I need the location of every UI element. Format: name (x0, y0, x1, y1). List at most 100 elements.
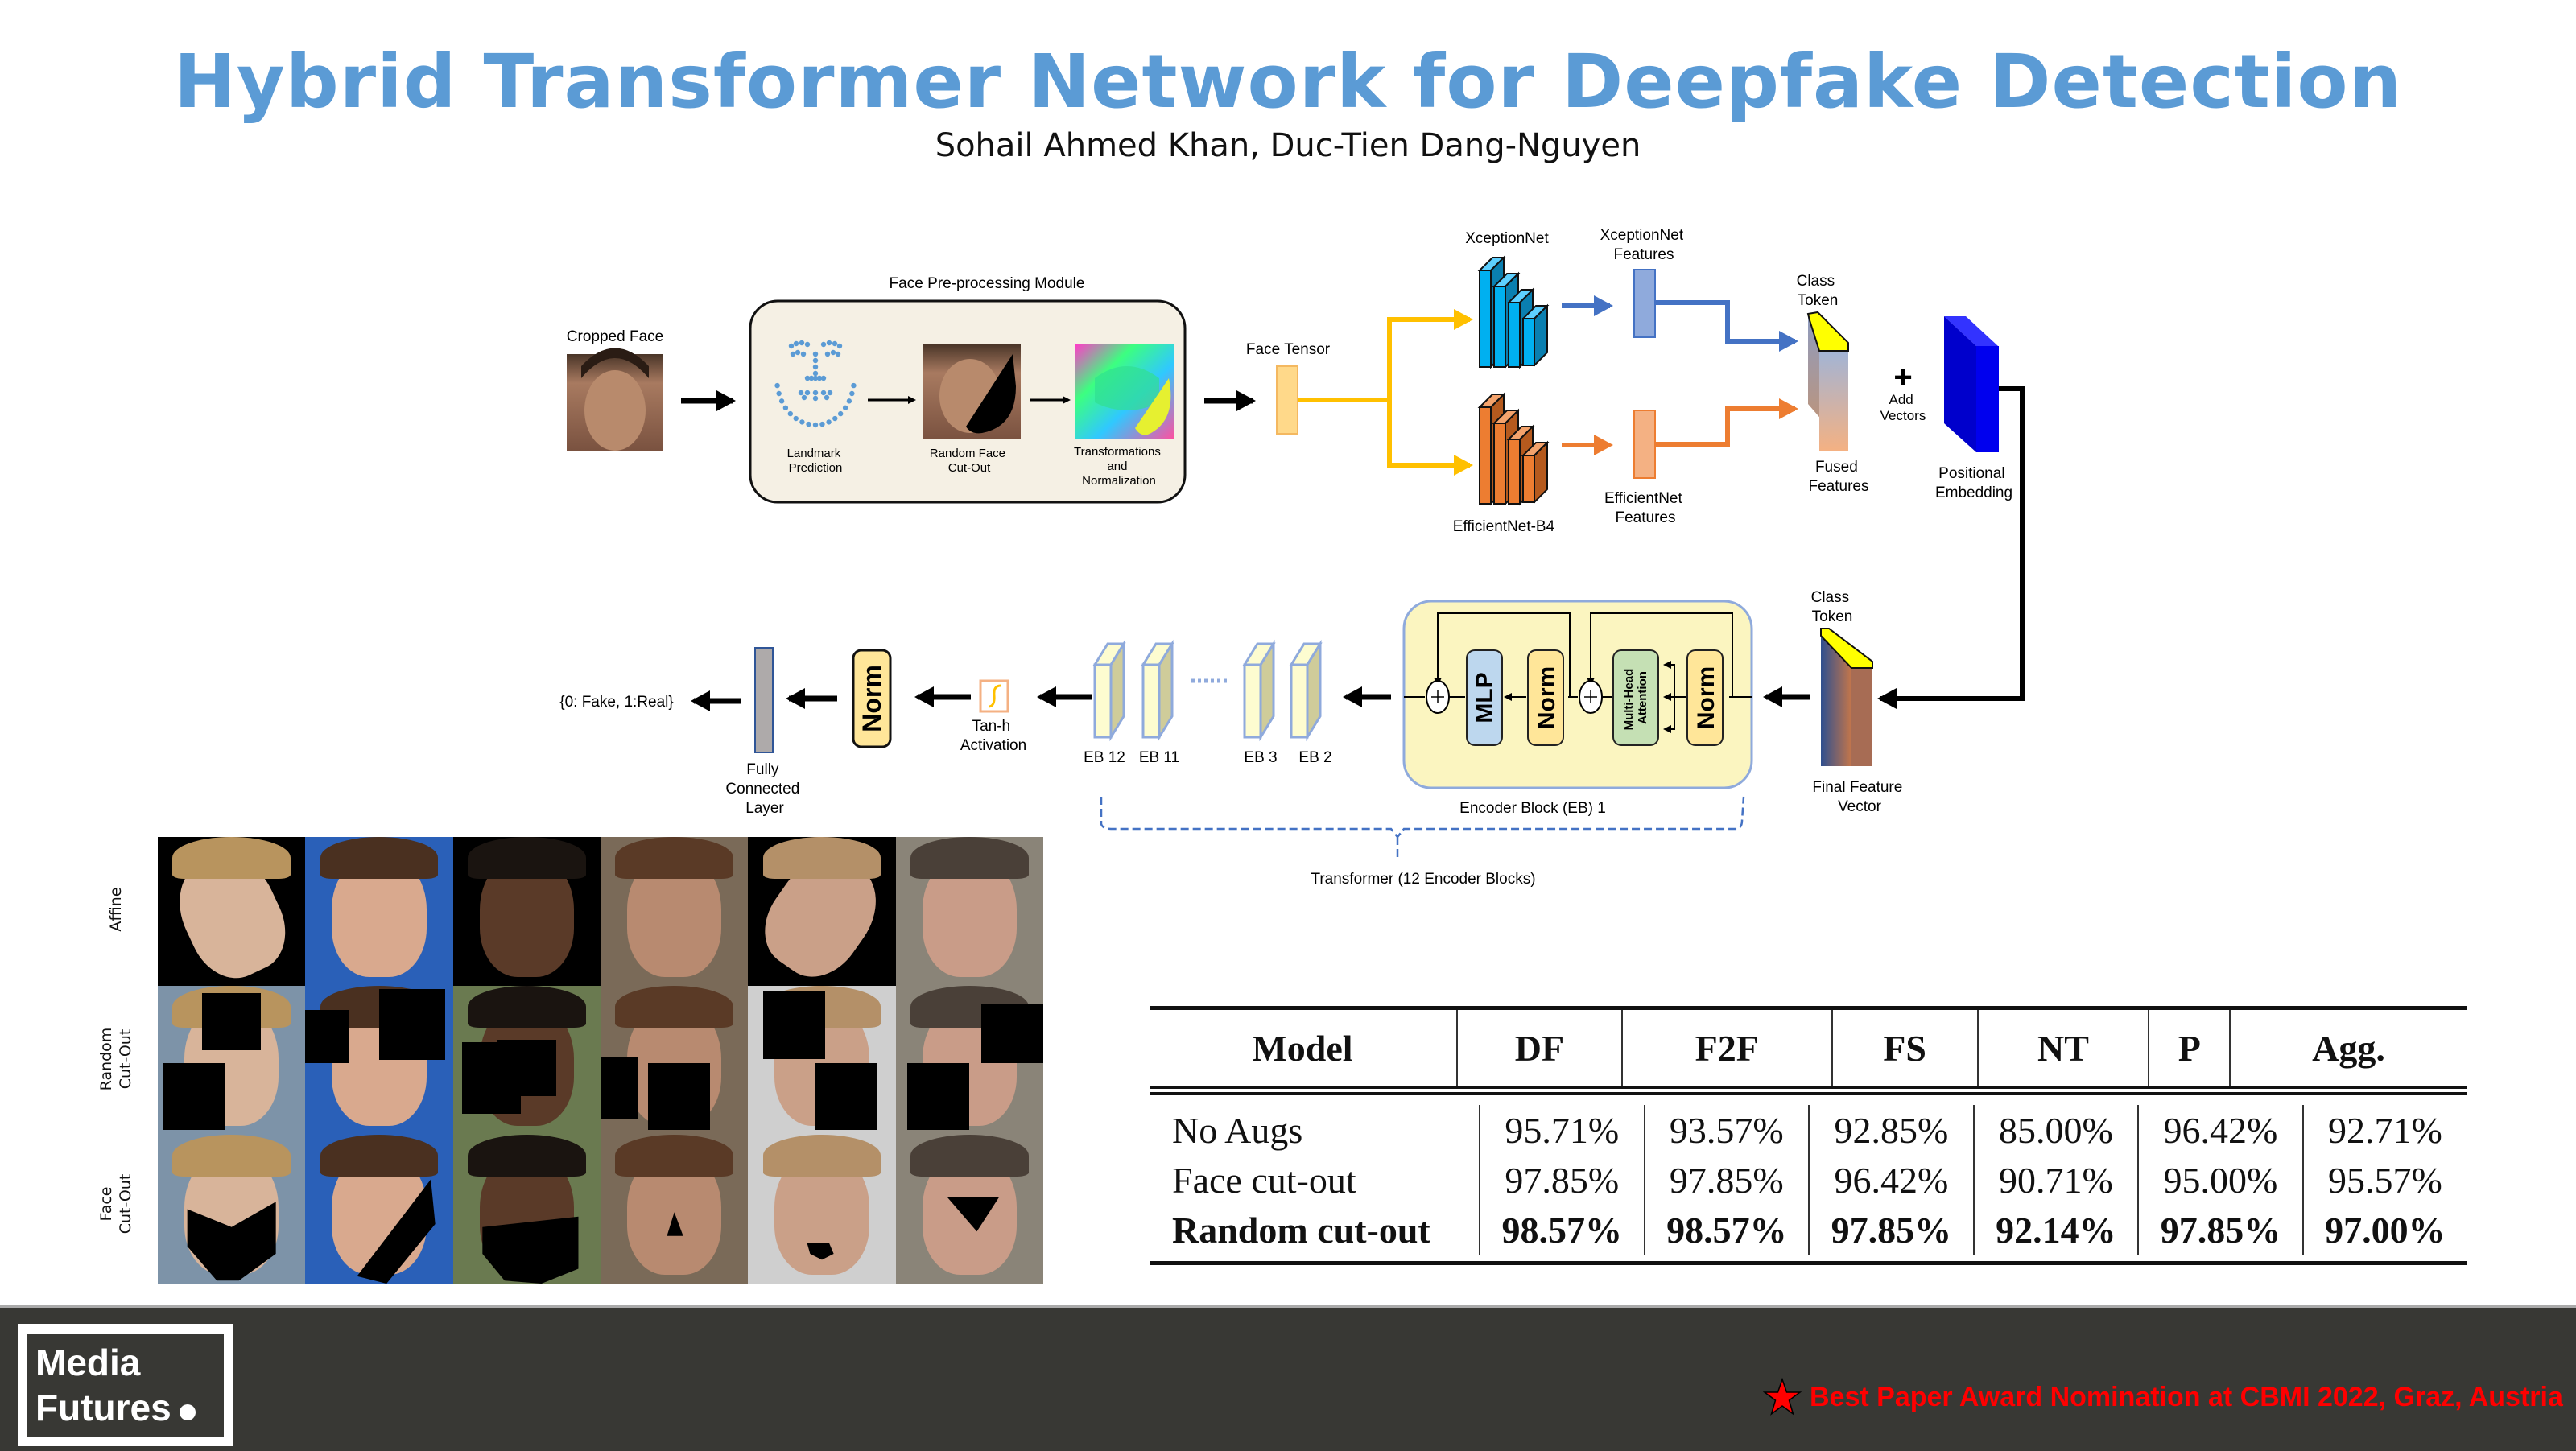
efficientnet-features-label: EfficientNet Features (1604, 490, 1686, 526)
residual-add-icon (1579, 680, 1603, 714)
landmark-dot (812, 370, 819, 377)
augmentation-example-image (305, 986, 453, 1135)
value-cell: 97.85% (1808, 1205, 1974, 1255)
encoder-slab (1290, 663, 1309, 739)
xceptionnet-features-label: XceptionNet Features (1600, 227, 1688, 263)
cnn-layer (1479, 270, 1492, 368)
landmark-dot (812, 390, 819, 396)
transformer-label: Transformer (12 Encoder Blocks) (1311, 871, 1535, 888)
face-tensor-block (1276, 365, 1298, 435)
final-norm-block (852, 649, 892, 748)
landmark-dot (793, 340, 799, 347)
positional-embedding-block (1944, 316, 1999, 452)
augmentation-example-image (748, 1135, 896, 1284)
landmark-dot (799, 419, 805, 425)
face-tensor-split-arrows (1298, 309, 1473, 476)
footer-bar (0, 1305, 2576, 1451)
table-top-rule (1150, 1006, 2467, 1010)
fully-connected-label: Fully Connected Layer (725, 761, 803, 817)
cnn-layer (1508, 439, 1521, 505)
norm-block (1686, 649, 1724, 746)
value-cell: 96.42% (2137, 1105, 2303, 1155)
landmark-dot (812, 395, 819, 402)
award-text: Best Paper Award Nomination at CBMI 2022… (1810, 1381, 2563, 1412)
landmark-dot (842, 405, 848, 410)
landmark-dot (820, 390, 827, 396)
output-label: {0: Fake, 1:Real} (559, 694, 674, 711)
positional-embedding-label: Positional Embedding (1935, 465, 2013, 501)
model-cell: No Augs (1172, 1109, 1303, 1151)
landmark-dot (788, 343, 795, 349)
augmentation-examples-grid (158, 837, 1043, 1284)
landmark-dot (820, 375, 827, 381)
cnn-layer (1508, 302, 1521, 368)
cnn-layer (1522, 455, 1535, 503)
tanh-activation-label: Tan-h Activation (960, 718, 1026, 754)
logo-line-1: Media (35, 1342, 141, 1383)
augmentation-example-image (600, 1135, 749, 1284)
landmark-dot (812, 375, 819, 381)
media-futures-logo: Media Futures (18, 1324, 233, 1446)
architecture-diagram: Cropped Face Face Pre-processing Module … (559, 227, 2025, 888)
landmark-dot (800, 351, 807, 357)
landmark-dot (812, 357, 819, 364)
final-feature-vector-block (1820, 628, 1873, 766)
landmark-dot (846, 398, 852, 404)
augmentation-example-image (158, 837, 306, 986)
multi-head-attention-label: Multi-Head Attention (1622, 666, 1649, 731)
value-cell: 85.00% (1972, 1105, 2139, 1155)
augmentation-example-image (895, 986, 1043, 1135)
augmentation-example-image (748, 986, 896, 1135)
landmark-prediction-label: Landmark Prediction (787, 447, 844, 475)
mlp-block (1466, 649, 1503, 746)
efficientnet-cnn-icon (1477, 392, 1550, 506)
random-face-cutout-image (923, 344, 1021, 439)
landmark-dot (851, 382, 857, 389)
add-symbol: + (1893, 360, 1912, 395)
landmark-dot (778, 398, 785, 404)
landmark-dot (824, 394, 830, 401)
augmentation-example-image (452, 1135, 601, 1284)
xceptionnet-features-block (1633, 269, 1656, 338)
cnn-layer (1522, 318, 1535, 366)
authors: Sohail Ahmed Khan, Duc-Tien Dang-Nguyen (935, 127, 1641, 164)
landmark-dot (836, 343, 843, 349)
fully-connected-layer (754, 647, 774, 753)
landmark-dot (820, 341, 827, 348)
landmark-dot (812, 364, 819, 370)
efficientnet-features-block (1633, 410, 1656, 479)
landmark-dot (790, 351, 796, 357)
value-cell: 93.57% (1643, 1105, 1810, 1155)
eb-label: EB 3 (1244, 749, 1277, 766)
value-cell: 98.57% (1479, 1205, 1645, 1255)
encoder-slab (1141, 663, 1161, 739)
value-cell: 90.71% (1972, 1155, 2139, 1205)
augmentation-example-image (895, 837, 1043, 986)
class-token-label: Class Token (1797, 273, 1839, 309)
arrow (1877, 386, 2025, 709)
norm-label: Norm (857, 665, 886, 732)
table-header-rule (1150, 1086, 2467, 1095)
landmark-dot (787, 410, 794, 417)
value-cell: 97.85% (2137, 1205, 2303, 1255)
efficientnet-label: EfficientNet-B4 (1453, 518, 1555, 535)
transformer-brace (1100, 796, 1745, 861)
class-token-icon (1806, 311, 1849, 352)
augmentation-example-image (600, 986, 749, 1135)
landmark-dot (830, 349, 836, 356)
landmark-dot (832, 415, 838, 422)
landmark-dots-icon (774, 340, 857, 428)
multi-head-attention-block (1612, 649, 1659, 746)
value-cell: 95.71% (1479, 1105, 1645, 1155)
landmark-dot (782, 405, 789, 410)
landmark-dot (826, 419, 832, 425)
landmark-dot (799, 340, 805, 346)
landmark-dot (774, 382, 780, 389)
add-vectors-label: Add Vectors (1880, 392, 1926, 423)
fused-features-label: Fused Features (1809, 459, 1869, 495)
landmark-dot (795, 349, 801, 356)
